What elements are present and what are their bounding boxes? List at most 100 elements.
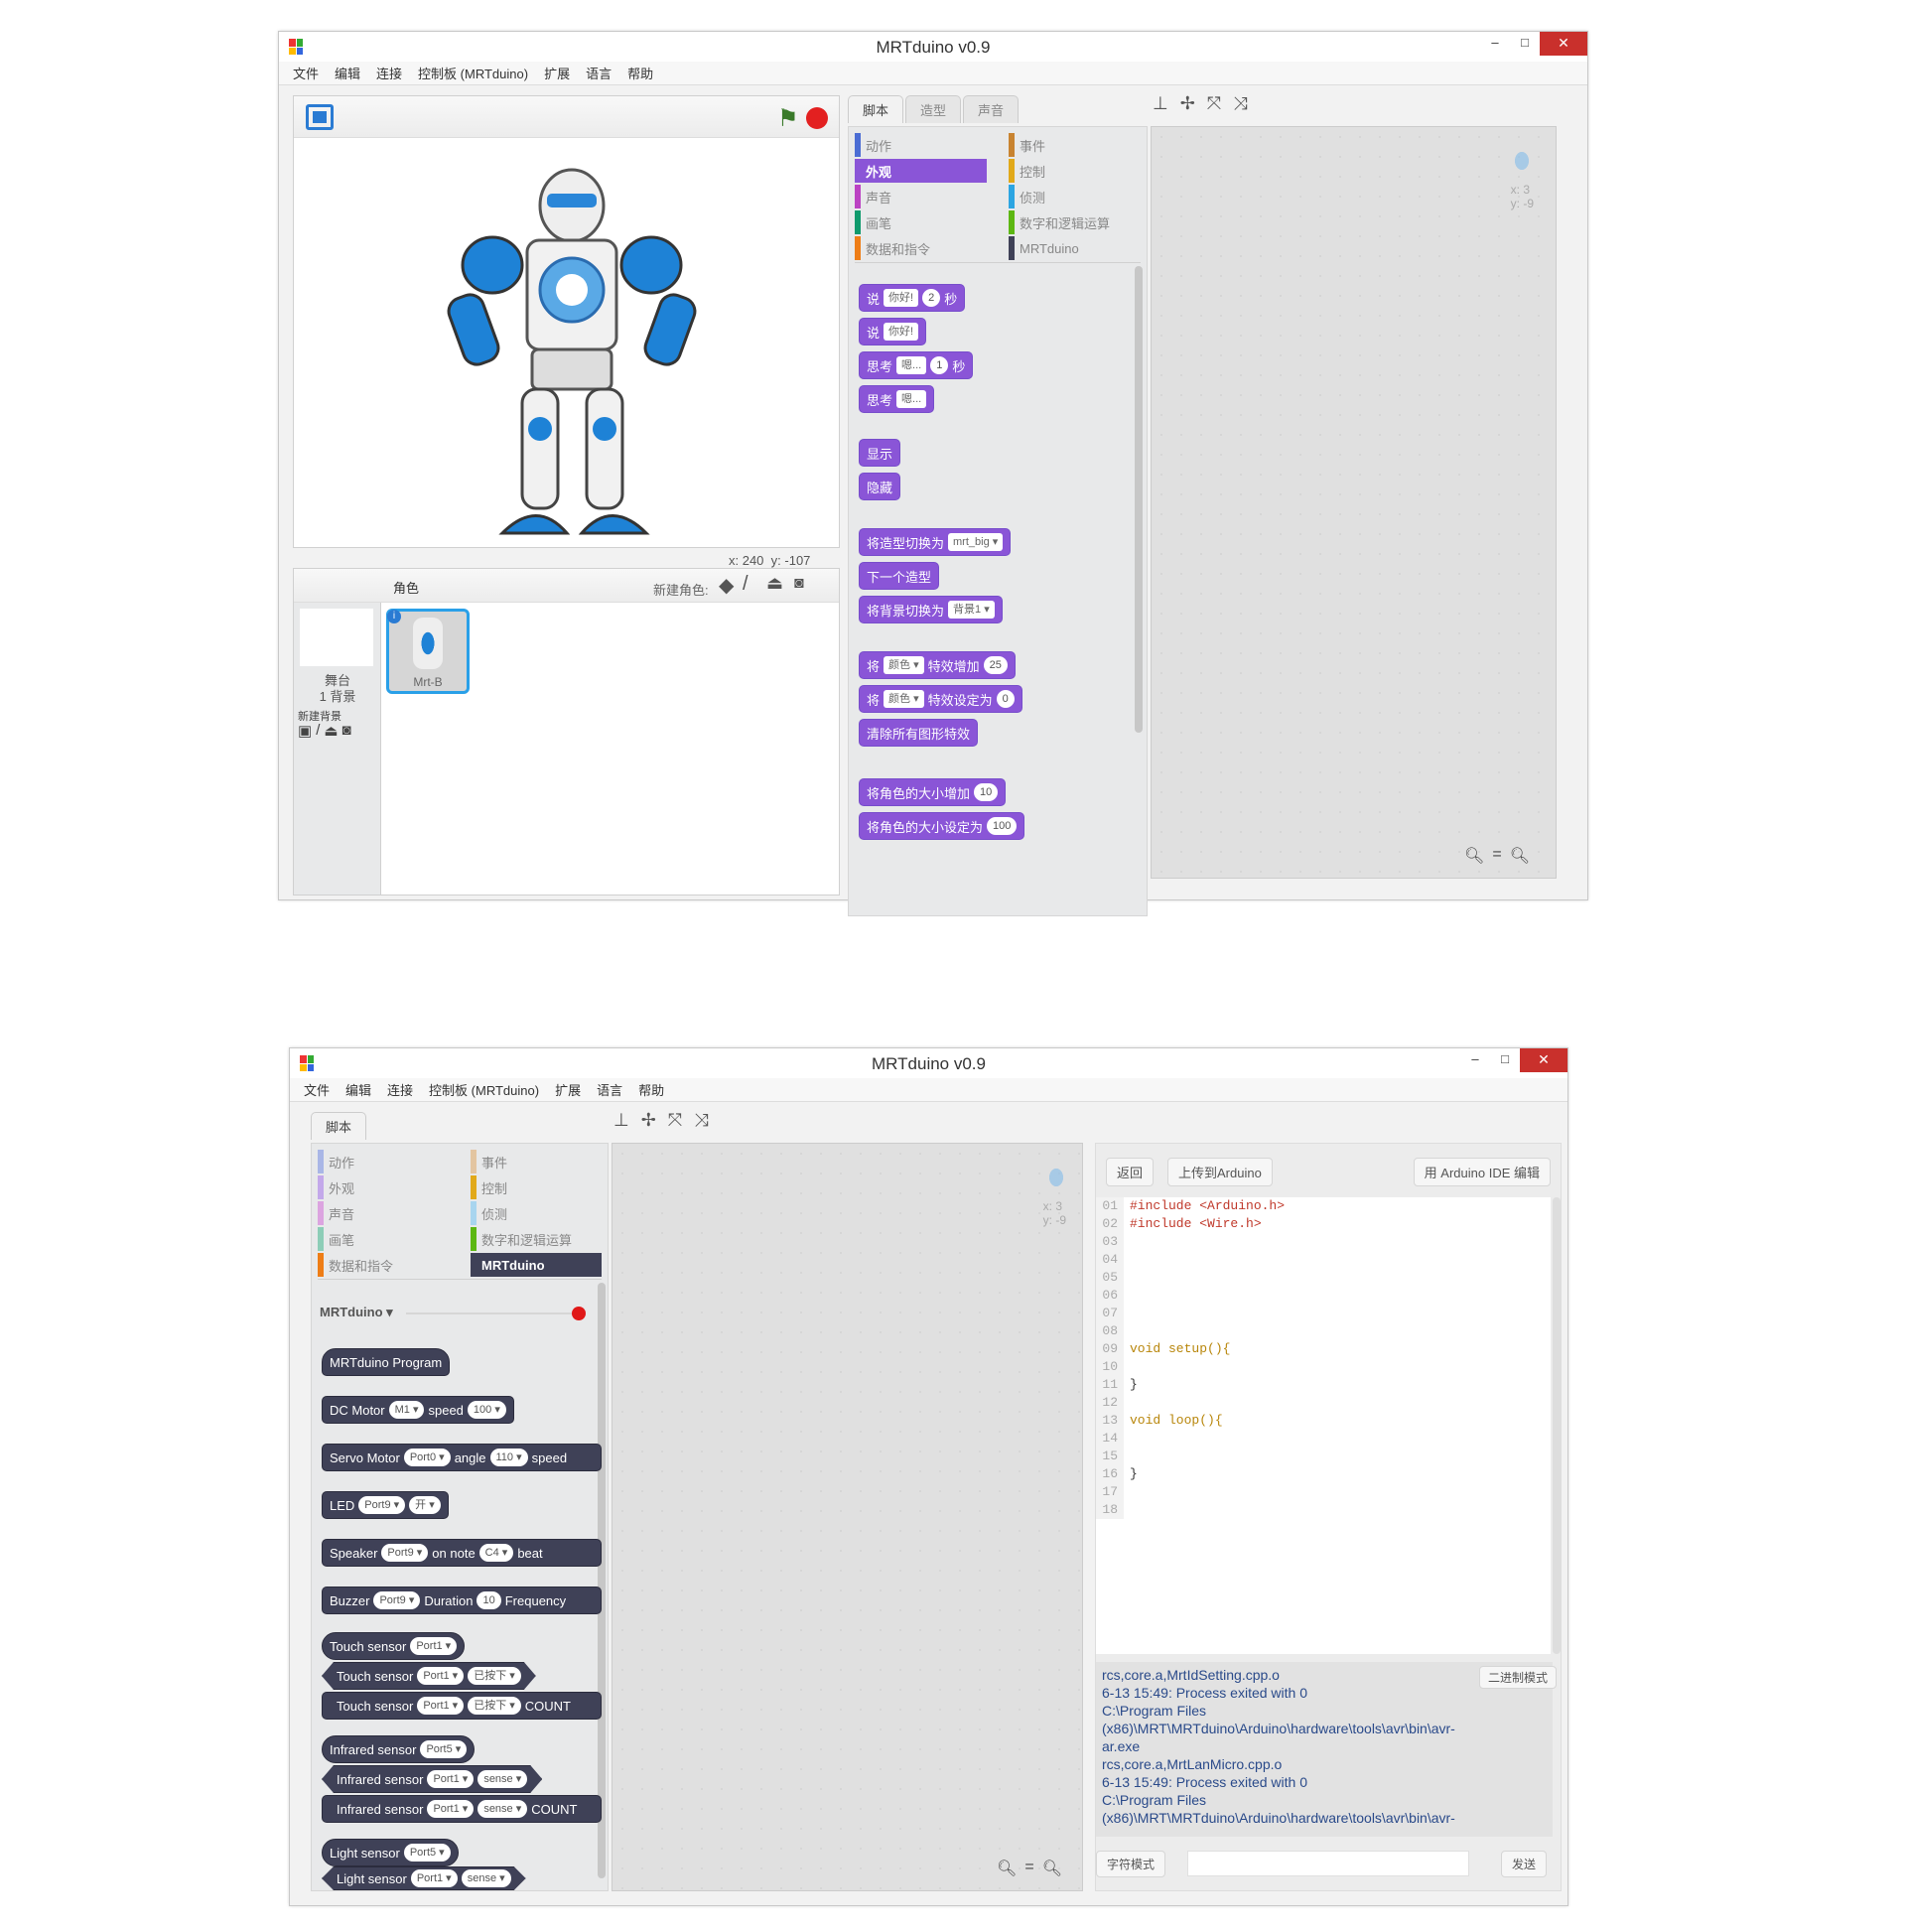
block-clear-effects[interactable]: 清除所有图形特效 (859, 719, 979, 747)
block-hide[interactable]: 隐藏 (859, 473, 901, 500)
menu-help[interactable]: 帮助 (627, 67, 654, 81)
duplicate-stamp-icon[interactable]: ⊥ (613, 1110, 629, 1130)
menu-edit[interactable]: 编辑 (335, 67, 361, 81)
block-show[interactable]: 显示 (859, 439, 901, 467)
upload-to-arduino-button[interactable]: 上传到Arduino (1167, 1158, 1273, 1186)
zoom-reset-icon[interactable]: = (1492, 846, 1502, 863)
category-1[interactable]: 事件 (1009, 133, 1141, 157)
shrink-icon[interactable]: ⤨ (694, 1110, 709, 1130)
zoom-reset-icon[interactable]: = (1024, 1859, 1034, 1875)
menu-connect[interactable]: 连接 (376, 67, 403, 81)
upload-backdrop-icon[interactable]: ⏏ (324, 723, 339, 740)
zoom-out-icon[interactable]: 🔍︎ (1464, 848, 1485, 865)
menu-extensions[interactable]: 扩展 (555, 1083, 582, 1098)
back-button[interactable]: 返回 (1106, 1158, 1155, 1186)
delete-cut-icon[interactable]: ✢ (1179, 93, 1195, 113)
category-0[interactable]: 动作 (855, 133, 987, 157)
category-0[interactable]: 动作 (318, 1150, 449, 1173)
choose-backdrop-icon[interactable]: ▣ (298, 723, 313, 740)
delete-cut-icon[interactable]: ✢ (640, 1110, 656, 1130)
robot-sprite-image[interactable] (438, 166, 706, 543)
menu-help[interactable]: 帮助 (638, 1083, 665, 1098)
category-7[interactable]: 数字和逻辑运算 (1009, 210, 1141, 234)
stage[interactable]: ⚑ (293, 95, 840, 548)
maximize-button[interactable]: □ (1501, 1051, 1509, 1066)
category-3[interactable]: 控制 (471, 1175, 602, 1199)
category-7[interactable]: 数字和逻辑运算 (471, 1227, 602, 1251)
char-mode-button[interactable]: 字符模式 (1096, 1851, 1166, 1877)
palette-scrollbar[interactable] (598, 1283, 606, 1878)
edit-with-arduino-ide-button[interactable]: 用 Arduino IDE 编辑 (1413, 1158, 1551, 1186)
hex-mode-button[interactable]: 二进制模式 (1478, 1666, 1557, 1689)
grow-icon[interactable]: ⤧ (1206, 93, 1222, 113)
serial-send-input[interactable] (1187, 1851, 1469, 1876)
green-flag-icon[interactable]: ⚑ (777, 105, 799, 132)
zoom-in-icon[interactable]: 🔍︎ (1041, 1861, 1062, 1877)
category-2[interactable]: 外观 (855, 159, 987, 183)
menu-board[interactable]: 控制板 (MRTduino) (429, 1083, 540, 1098)
category-6[interactable]: 画笔 (855, 210, 987, 234)
category-3[interactable]: 控制 (1009, 159, 1141, 183)
info-icon[interactable]: i (387, 610, 401, 623)
block-think[interactable]: 思考嗯... (859, 385, 935, 413)
paint-backdrop-icon[interactable]: / (316, 722, 321, 739)
category-4[interactable]: 声音 (855, 185, 987, 208)
block-program-hat[interactable]: MRTduino Program (322, 1348, 451, 1376)
duplicate-stamp-icon[interactable]: ⊥ (1153, 93, 1168, 113)
category-4[interactable]: 声音 (318, 1201, 449, 1225)
device-dropdown[interactable]: MRTduino ▾ (320, 1305, 393, 1319)
menu-language[interactable]: 语言 (586, 67, 613, 81)
block-next-costume[interactable]: 下一个造型 (859, 562, 940, 590)
menu-language[interactable]: 语言 (597, 1083, 623, 1098)
category-1[interactable]: 事件 (471, 1150, 602, 1173)
paint-sprite-icon[interactable]: / (743, 573, 749, 595)
category-8[interactable]: 数据和指令 (318, 1253, 449, 1277)
upload-sprite-icon[interactable]: ⏏ (766, 573, 784, 593)
code-editor[interactable]: 01#include <Arduino.h>02#include <Wire.h… (1096, 1197, 1551, 1654)
close-button[interactable]: ✕ (1540, 32, 1587, 56)
menu-file[interactable]: 文件 (293, 67, 320, 81)
category-8[interactable]: 数据和指令 (855, 236, 987, 260)
block-switch-backdrop[interactable]: 将背景切换为背景1 ▾ (859, 596, 1003, 623)
maximize-button[interactable]: □ (1521, 35, 1529, 50)
send-button[interactable]: 发送 (1500, 1851, 1547, 1877)
menu-file[interactable]: 文件 (304, 1083, 331, 1098)
menu-board[interactable]: 控制板 (MRTduino) (418, 67, 529, 81)
tab-scripts[interactable]: 脚本 (848, 95, 904, 123)
stop-icon[interactable] (806, 107, 828, 129)
tab-scripts[interactable]: 脚本 (311, 1112, 367, 1140)
stage-thumbnail[interactable] (300, 609, 373, 666)
category-5[interactable]: 侦测 (1009, 185, 1141, 208)
tab-costumes[interactable]: 造型 (905, 95, 962, 123)
choose-sprite-icon[interactable]: ◆ (719, 575, 735, 597)
minimize-button[interactable]: – (1471, 1051, 1479, 1066)
minimize-button[interactable]: – (1491, 35, 1499, 50)
close-button[interactable]: ✕ (1520, 1048, 1567, 1072)
block-say[interactable]: 说你好! (859, 318, 927, 345)
menu-extensions[interactable]: 扩展 (544, 67, 571, 81)
category-6[interactable]: 画笔 (318, 1227, 449, 1251)
menu-edit[interactable]: 编辑 (345, 1083, 372, 1098)
menu-connect[interactable]: 连接 (387, 1083, 414, 1098)
code-scrollbar[interactable] (1553, 1197, 1561, 1654)
zoom-in-icon[interactable]: 🔍︎ (1509, 848, 1530, 865)
